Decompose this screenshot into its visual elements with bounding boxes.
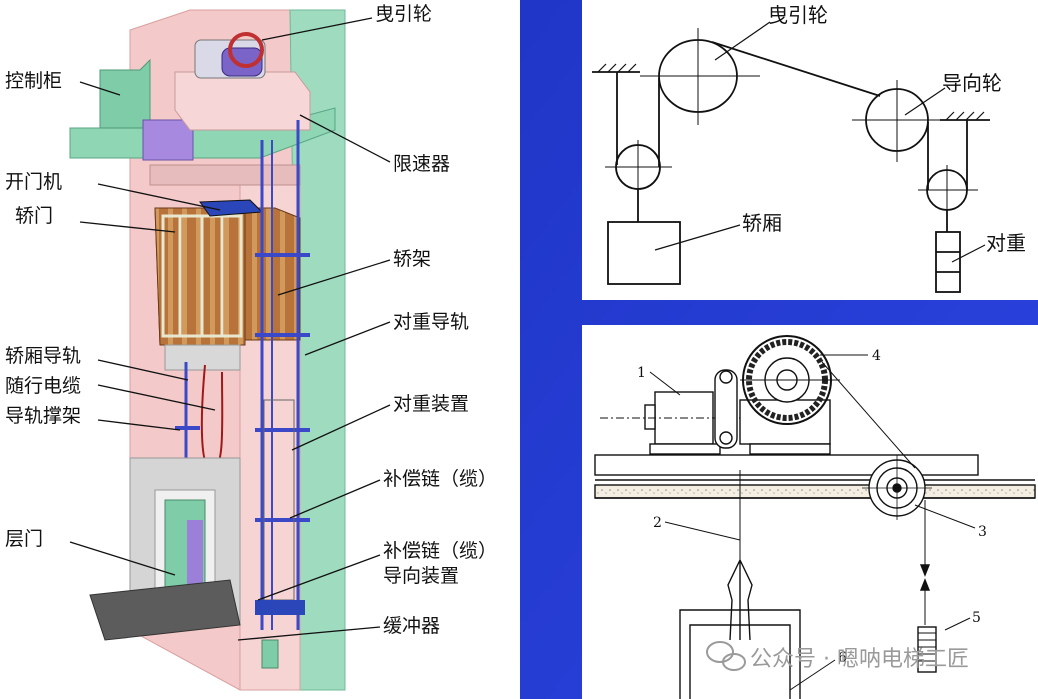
label-landing-door: 层门 [5,528,43,550]
label-door-operator: 开门机 [5,171,62,193]
label-compensation-chain: 补偿链（缆） [383,468,497,490]
label-counterweight-device: 对重装置 [393,393,469,415]
schematic-label-traction-sheave: 曳引轮 [768,3,828,27]
landing-sill [89,579,241,641]
part-number-1: 1 [637,365,646,381]
buffer-3d [261,639,279,669]
label-speed-limiter: 限速器 [393,153,450,175]
part-number-2: 2 [653,515,662,531]
schematic-label-car: 轿厢 [742,211,782,235]
label-buffer: 缓冲器 [383,615,440,637]
label-compensation-guide-2: 导向装置 [383,565,459,587]
bottom-right-diagram-panel [582,325,1038,699]
control-cabinet-box [99,58,151,129]
car-box-schematic [607,221,681,285]
label-car-rail: 轿厢导轨 [5,345,81,367]
label-compensation-guide-1: 补偿链（缆） [383,540,497,562]
watermark-text: 公众号 · 嗯呐电梯工匠 [750,647,969,672]
schematic-label-guide-sheave: 导向轮 [942,71,1002,95]
label-car-frame: 轿架 [393,248,431,270]
part-number-4: 4 [872,348,881,364]
left-leader-lines [69,17,391,641]
counterweight-box-schematic [935,231,961,293]
label-rail-bracket: 导轨撑架 [5,405,81,427]
schematic-label-counterweight: 对重 [986,231,1026,255]
cabinet-purple-box [142,119,194,161]
wechat-icon [706,641,746,671]
label-counterweight-rail: 对重导轨 [393,311,469,333]
elevator-car-3d [154,199,301,371]
part-number-6: 6 [838,650,847,666]
machine-drawing [594,335,1036,699]
part-number-5: 5 [972,610,981,626]
label-car-door: 轿门 [15,205,53,227]
watermark: 公众号 · 嗯呐电梯工匠 [706,641,969,672]
label-control-cabinet: 控制柜 [5,70,62,92]
label-traction-sheave: 曳引轮 [375,3,432,25]
roping-schematic [592,21,990,293]
top-right-diagram-panel [582,0,1038,300]
label-traveling-cable: 随行电缆 [5,375,81,397]
part-number-3: 3 [978,524,987,540]
traction-sheave-3d [228,32,264,68]
elevator-shaft-illustration [69,9,346,691]
